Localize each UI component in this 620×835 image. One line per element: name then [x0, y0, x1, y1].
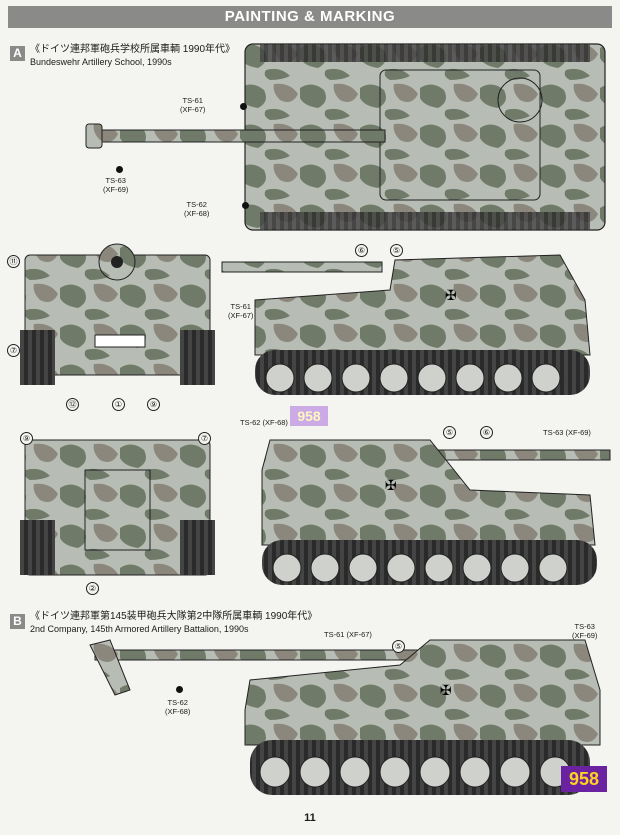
page-number: 11: [304, 812, 316, 824]
callout-dot: [240, 103, 247, 110]
decal-number-11: ⑪: [7, 255, 20, 268]
decal-number-5-left: ⑤: [443, 426, 456, 439]
decal-number-6: ⑥: [355, 244, 368, 257]
decal-number-5-b: ⑤: [392, 640, 405, 653]
rear-view-vehicle: [20, 439, 215, 576]
callout-ts62-b: TS-62(XF-68): [165, 698, 191, 716]
watermark-stamp: 958: [290, 406, 328, 426]
section-a-title-en: Bundeswehr Artillery School, 1990s: [30, 57, 172, 67]
decal-number-7-rear: ⑦: [198, 432, 211, 445]
callout-ts62-side: TS-62 (XF-68): [240, 418, 288, 427]
svg-text:✠: ✠: [440, 683, 452, 699]
side-view-left-vehicle: ✠: [261, 439, 611, 585]
callout-ts63-side: TS-63 (XF-69): [543, 428, 591, 437]
decal-number-9-rear: ⑨: [20, 432, 33, 445]
side-view-right-vehicle: ✠: [221, 254, 591, 395]
decal-number-9: ⑨: [147, 398, 160, 411]
section-b-side-vehicle: ✠: [89, 639, 601, 795]
callout-dot: [176, 686, 183, 693]
front-view-vehicle: [20, 243, 215, 385]
page-header: PAINTING & MARKING: [8, 6, 612, 28]
top-view-vehicle: [85, 43, 606, 231]
callout-ts61-top: TS-61(XF-67): [180, 96, 206, 114]
callout-ts61-side: TS-61(XF-67): [228, 302, 254, 320]
section-badge-a: A: [10, 46, 25, 61]
section-b-title-jp: 《ドイツ連邦軍第145装甲砲兵大隊第2中隊所属車輌 1990年代》: [30, 611, 318, 622]
decal-number-1: ①: [112, 398, 125, 411]
callout-ts61-b: TS-61 (XF-67): [324, 630, 372, 639]
section-a-title-jp: 《ドイツ連邦軍砲兵学校所属車輌 1990年代》: [30, 44, 236, 55]
watermark-stamp-corner: 958: [561, 766, 607, 792]
decal-number-12: ⑫: [66, 398, 79, 411]
svg-text:✠: ✠: [445, 288, 457, 304]
callout-dot: [116, 166, 123, 173]
callout-dot: [242, 202, 249, 209]
callout-ts63-b: TS-63(XF-69): [572, 622, 598, 640]
decal-number-5: ⑤: [390, 244, 403, 257]
callout-ts63-top: TS-63(XF-69): [103, 176, 129, 194]
svg-text:✠: ✠: [385, 478, 397, 494]
section-b-title-en: 2nd Company, 145th Armored Artillery Bat…: [30, 624, 249, 634]
decal-number-6-left: ⑥: [480, 426, 493, 439]
decal-number-2: ②: [86, 582, 99, 595]
section-badge-b: B: [10, 614, 25, 629]
decal-number-7: ⑦: [7, 344, 20, 357]
callout-ts62-top: TS-62(XF-68): [184, 200, 210, 218]
